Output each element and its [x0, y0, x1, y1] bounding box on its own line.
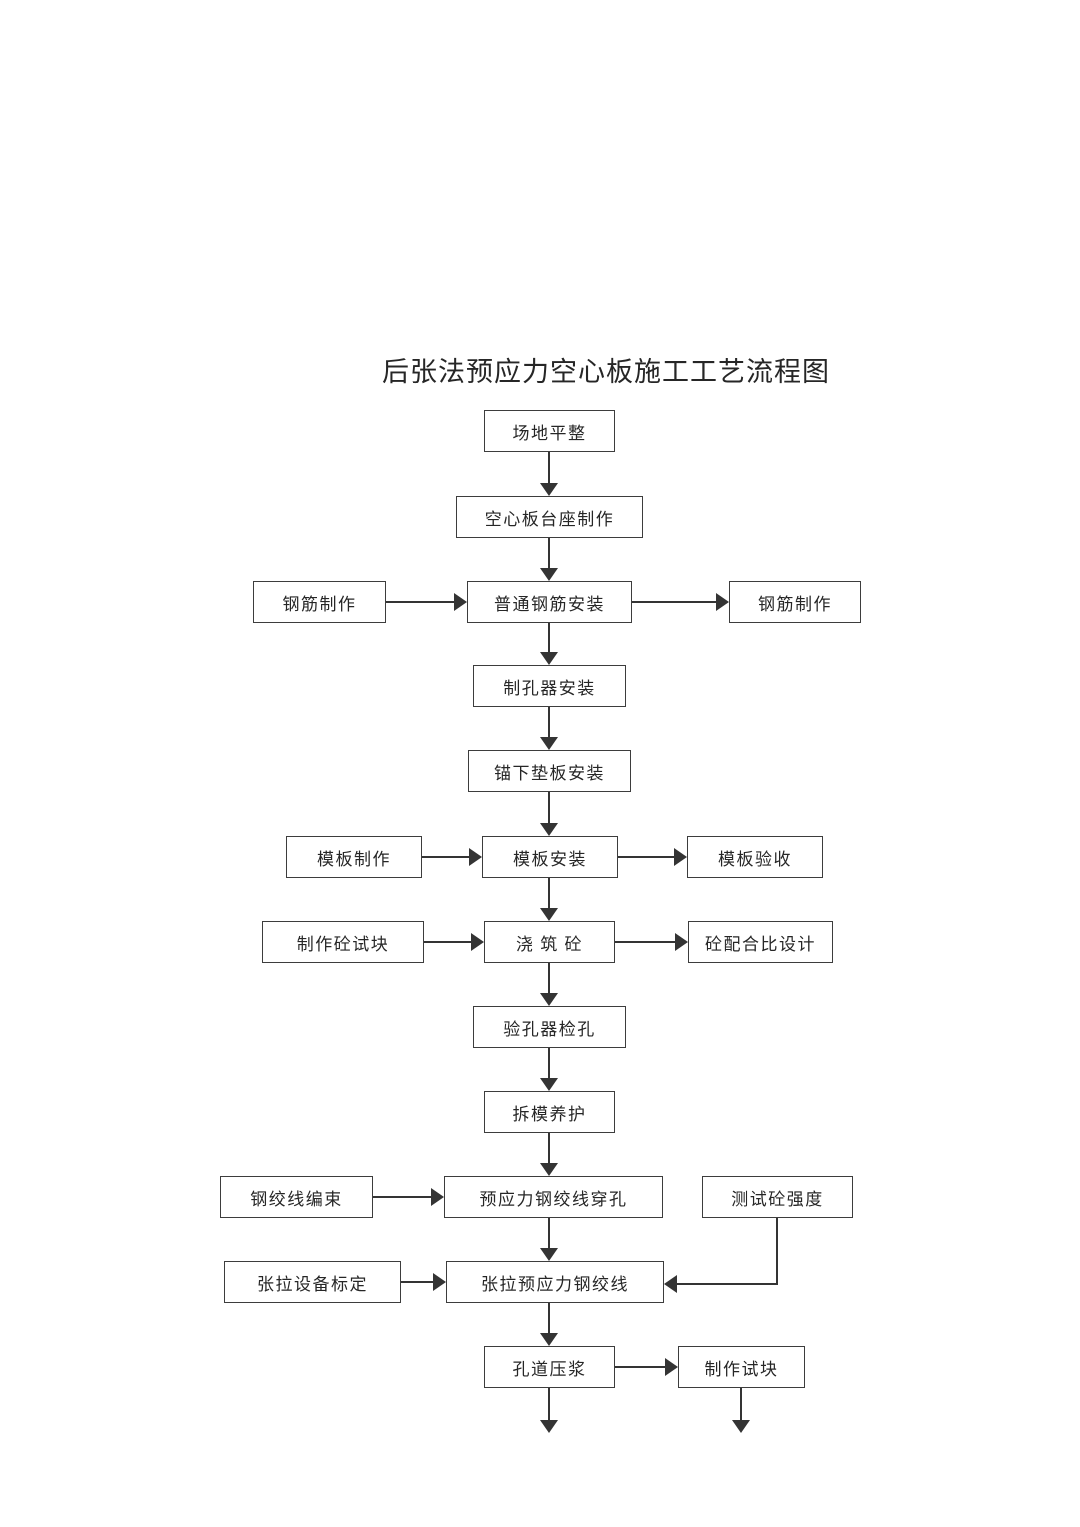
node-formwork-acceptance: 模板验收 — [687, 836, 823, 878]
node-rebar-making-left: 钢筋制作 — [253, 581, 386, 623]
node-demold-curing: 拆模养护 — [484, 1091, 615, 1133]
connector-line-v3 — [548, 623, 550, 652]
connector-line-elbow-vertical — [776, 1218, 778, 1285]
node-pedestal-making: 空心板台座制作 — [456, 496, 643, 538]
arrow-right-icon-2 — [716, 593, 729, 611]
node-strand-threading: 预应力钢绞线穿孔 — [444, 1176, 663, 1218]
connector-line-v5 — [548, 792, 550, 823]
connector-line-v2 — [548, 538, 550, 568]
connector-line-v9 — [548, 1133, 550, 1163]
node-formwork-making: 模板制作 — [286, 836, 422, 878]
arrow-down-icon-3 — [540, 652, 558, 665]
connector-line-v13 — [740, 1388, 742, 1420]
arrow-right-icon-3 — [469, 848, 482, 866]
arrow-right-icon-6 — [675, 933, 688, 951]
arrow-down-icon-9 — [540, 1163, 558, 1176]
connector-line-h3 — [422, 856, 469, 858]
connector-line-h8 — [401, 1281, 433, 1283]
arrow-down-icon-5 — [540, 823, 558, 836]
node-hole-former-install: 制孔器安装 — [473, 665, 626, 707]
arrow-right-icon-9 — [665, 1358, 678, 1376]
connector-line-v7 — [548, 963, 550, 993]
connector-line-v11 — [548, 1303, 550, 1333]
node-concrete-pouring: 浇 筑 砼 — [484, 921, 615, 963]
node-hole-check: 验孔器检孔 — [473, 1006, 626, 1048]
node-strand-tensioning: 张拉预应力钢绞线 — [446, 1261, 664, 1303]
connector-line-h2 — [632, 601, 716, 603]
connector-line-v6 — [548, 878, 550, 908]
node-formwork-install: 模板安装 — [482, 836, 618, 878]
node-ordinary-rebar-install: 普通钢筋安装 — [467, 581, 632, 623]
connector-line-h5 — [424, 941, 471, 943]
connector-line-v10 — [548, 1218, 550, 1248]
node-mix-ratio-design: 砼配合比设计 — [688, 921, 833, 963]
node-test-block-making: 制作试块 — [678, 1346, 805, 1388]
node-equipment-calibration: 张拉设备标定 — [224, 1261, 401, 1303]
node-duct-grouting: 孔道压浆 — [484, 1346, 615, 1388]
arrow-left-icon-1 — [664, 1275, 677, 1293]
connector-line-v12 — [548, 1388, 550, 1420]
connector-line-v1 — [548, 452, 550, 483]
arrow-down-icon-11 — [540, 1333, 558, 1346]
arrow-right-icon-1 — [454, 593, 467, 611]
arrow-down-icon-12 — [540, 1420, 558, 1433]
arrow-right-icon-5 — [471, 933, 484, 951]
arrow-down-icon-1 — [540, 483, 558, 496]
connector-line-elbow-horizontal — [677, 1283, 778, 1285]
connector-line-h9 — [615, 1366, 665, 1368]
connector-line-h6 — [615, 941, 675, 943]
arrow-right-icon-7 — [431, 1188, 444, 1206]
arrow-down-icon-8 — [540, 1078, 558, 1091]
connector-line-h7 — [373, 1196, 431, 1198]
arrow-down-icon-4 — [540, 737, 558, 750]
node-site-leveling: 场地平整 — [484, 410, 615, 452]
diagram-title: 后张法预应力空心板施工工艺流程图 — [382, 357, 830, 387]
connector-line-h4 — [618, 856, 674, 858]
connector-line-h1 — [386, 601, 454, 603]
arrow-right-icon-8 — [433, 1273, 446, 1291]
arrow-down-icon-13 — [732, 1420, 750, 1433]
arrow-down-icon-2 — [540, 568, 558, 581]
node-rebar-making-right: 钢筋制作 — [729, 581, 861, 623]
node-strand-bundling: 钢绞线编束 — [220, 1176, 373, 1218]
node-anchor-plate-install: 锚下垫板安装 — [468, 750, 631, 792]
arrow-down-icon-10 — [540, 1248, 558, 1261]
connector-line-v8 — [548, 1048, 550, 1078]
arrow-down-icon-6 — [540, 908, 558, 921]
node-concrete-test-block-making: 制作砼试块 — [262, 921, 424, 963]
node-strength-testing: 测试砼强度 — [702, 1176, 853, 1218]
connector-line-v4 — [548, 707, 550, 737]
arrow-right-icon-4 — [674, 848, 687, 866]
arrow-down-icon-7 — [540, 993, 558, 1006]
